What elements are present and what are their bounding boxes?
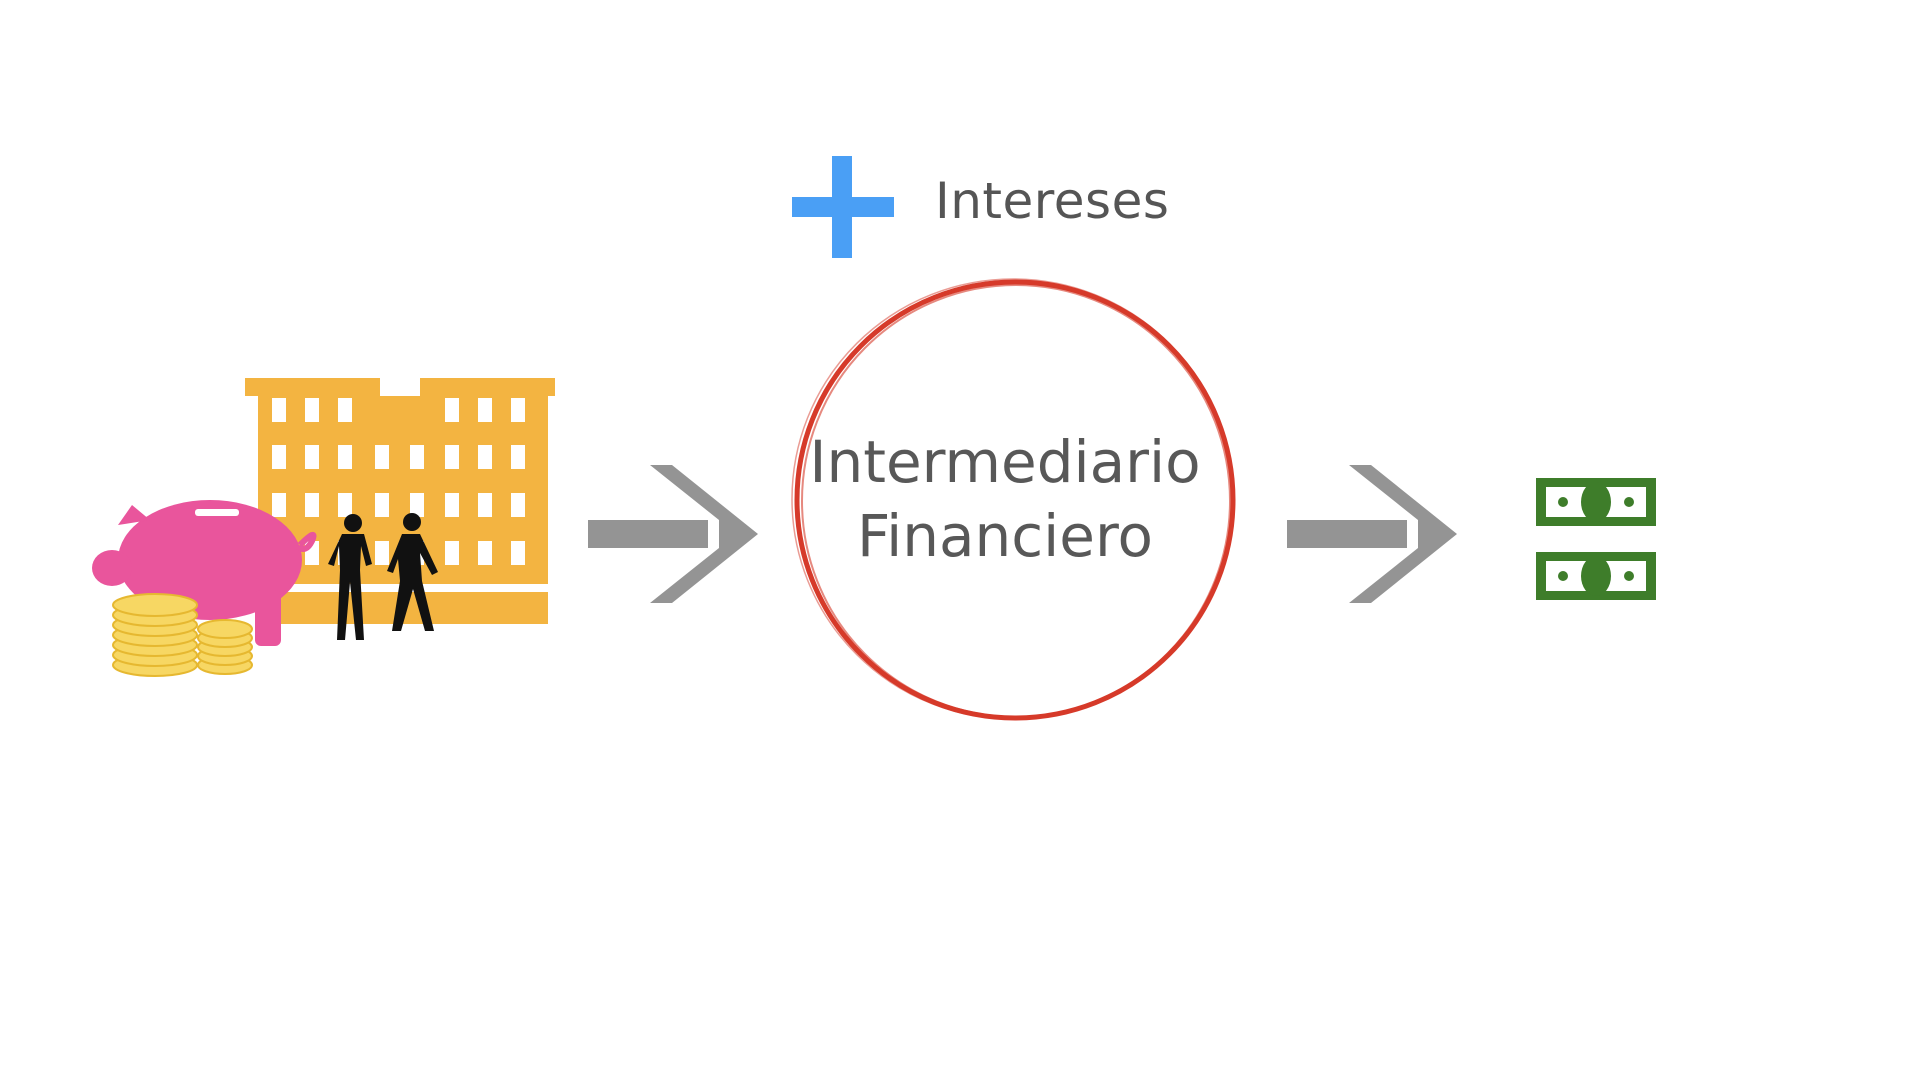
banknote-icon [1536,478,1656,600]
intermediary-label-line1: Intermediario [809,428,1201,496]
piggy-bank-icon [92,500,317,646]
people-silhouette-icon [328,513,438,640]
intermediary-label: Intermediario Financiero [795,425,1215,573]
interest-label: Intereses [935,172,1170,230]
plus-icon [792,156,894,258]
building-windows [258,398,548,592]
arrow-right-icon-2 [1287,465,1457,603]
intermediary-circle [791,278,1236,721]
arrow-right-icon [588,465,758,603]
coin-stack-icon [112,593,253,677]
intermediary-label-line2: Financiero [856,502,1154,570]
